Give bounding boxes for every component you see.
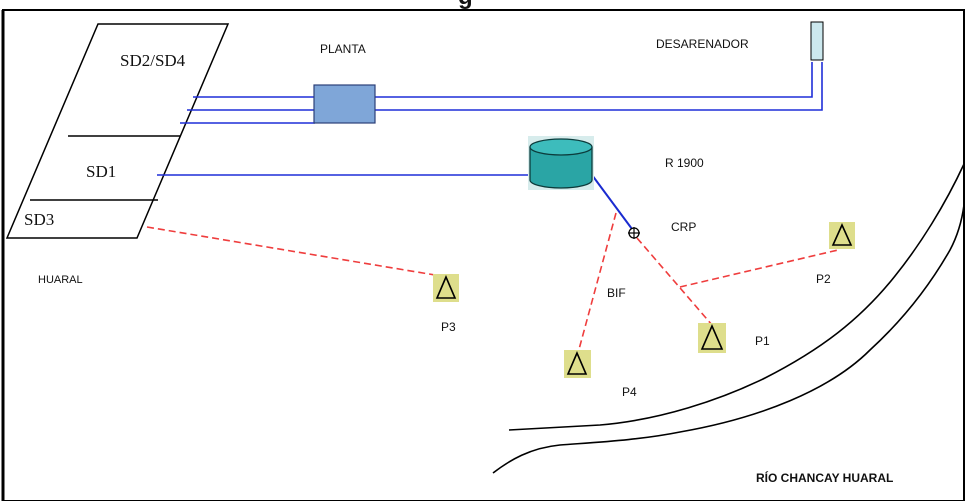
desarenador-label: DESARENADOR xyxy=(656,37,749,51)
reservoir-body xyxy=(529,147,593,189)
well-p1-label: P1 xyxy=(755,334,770,348)
well-line-sd3-to-p3 xyxy=(146,226,442,277)
water-lines xyxy=(157,62,823,230)
well-p2-triangle xyxy=(831,223,853,246)
bif-label: BIF xyxy=(607,286,626,300)
zone-block: SD2/SD4 SD1 SD3 xyxy=(5,23,230,239)
river-bank-upper xyxy=(508,163,965,431)
well-p3-icon xyxy=(433,274,459,302)
crp-node-icon xyxy=(628,227,640,239)
water-line-desarenador-top xyxy=(193,62,813,98)
crp-label: CRP xyxy=(671,220,696,234)
planta-box xyxy=(313,84,376,124)
well-p4-icon xyxy=(564,350,591,378)
river-bank-lower xyxy=(492,204,965,474)
well-line-crp-to-p1 xyxy=(636,237,713,326)
well-p3-triangle xyxy=(435,274,457,299)
reservoir-icon xyxy=(528,136,594,190)
well-p1-icon xyxy=(698,323,726,353)
reservoir-label: R 1900 xyxy=(665,156,704,170)
well-p2-icon xyxy=(829,222,855,249)
title-fragment: g xyxy=(458,0,473,10)
water-line-desarenador-inner xyxy=(187,62,823,111)
zone-label-sd2-sd4: SD2/SD4 xyxy=(120,51,186,70)
well-p3-label: P3 xyxy=(441,320,456,334)
zone-label-sd1: SD1 xyxy=(86,162,116,181)
desarenador-tank xyxy=(810,21,824,61)
well-p4-triangle xyxy=(566,350,588,375)
reservoir-top xyxy=(529,138,593,156)
well-p1-triangle xyxy=(700,323,724,350)
river-label: RÍO CHANCAY HUARAL xyxy=(756,470,893,485)
town-label: HUARAL xyxy=(38,274,83,286)
well-p4-label: P4 xyxy=(622,385,637,399)
well-p2-label: P2 xyxy=(816,272,831,286)
zone-outline xyxy=(5,23,230,239)
well-line-to-p2 xyxy=(679,249,839,288)
planta-label: PLANTA xyxy=(320,42,366,56)
river-banks xyxy=(492,163,965,474)
well-line-bif-to-p4 xyxy=(577,212,617,354)
water-line-reservoir-to-crp xyxy=(591,174,633,230)
zone-label-sd3: SD3 xyxy=(24,210,54,229)
well-lines xyxy=(146,212,839,354)
